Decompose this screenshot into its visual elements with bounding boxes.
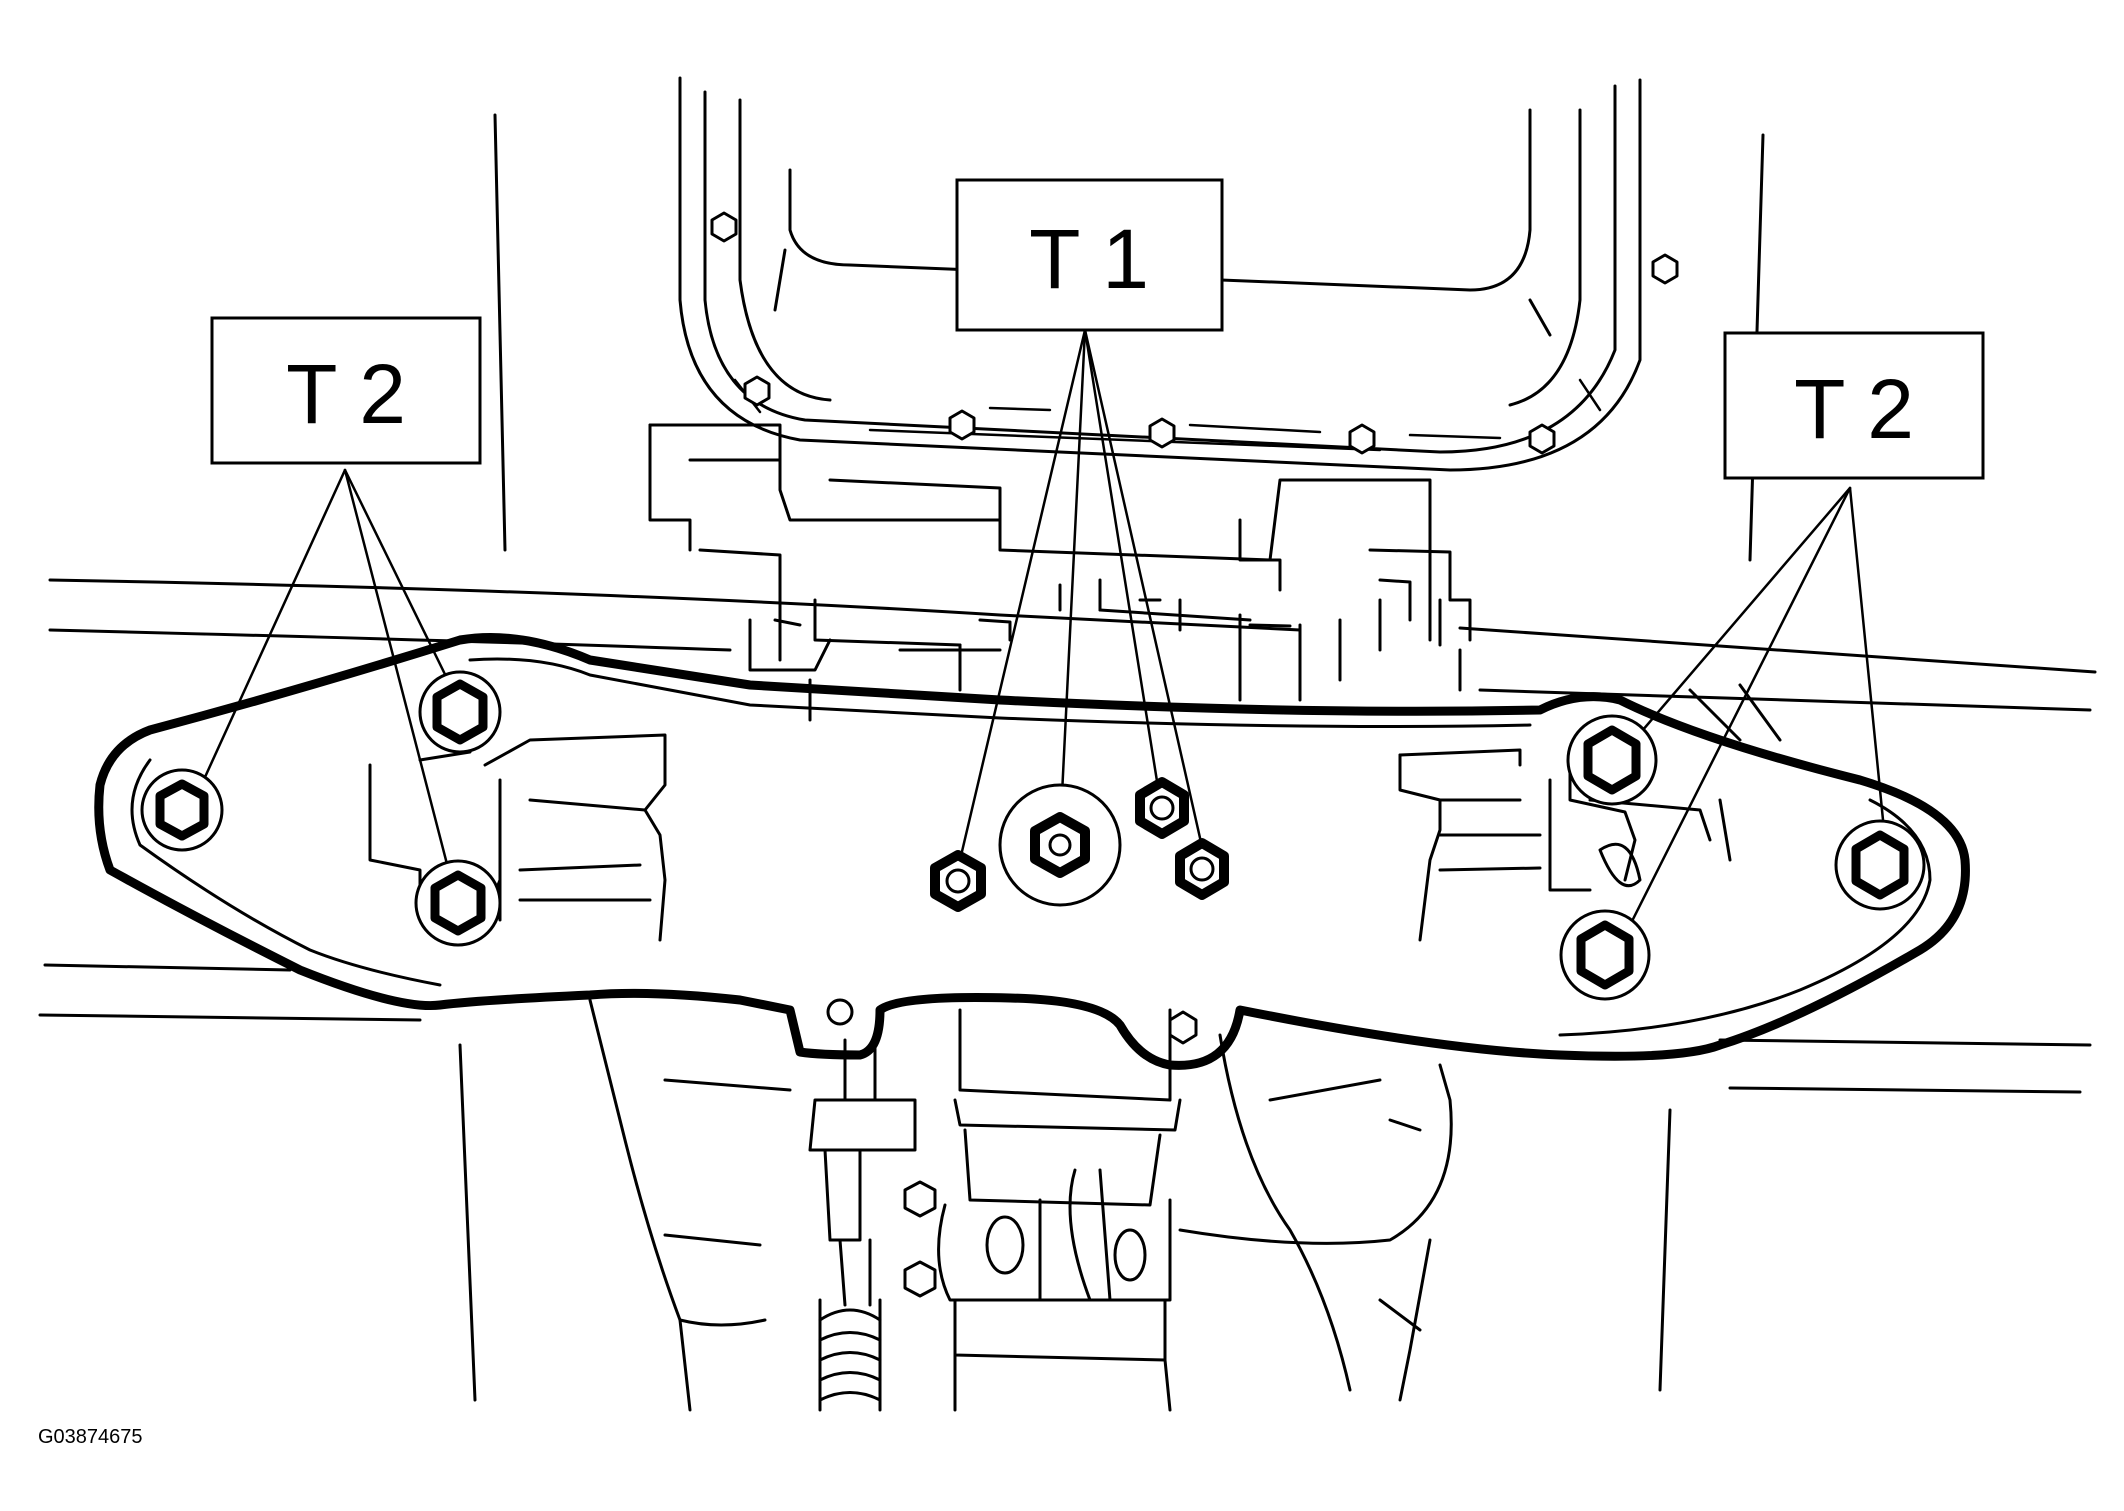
figure-code: G03874675 <box>38 1426 143 1448</box>
nut-t1-4 <box>1175 838 1229 900</box>
bolt-t2-left-2 <box>418 670 502 754</box>
label-t2-right: T 2 <box>1723 331 1985 480</box>
hex-bolt-icon <box>1583 725 1641 795</box>
cable-bolt-icon <box>903 1180 937 1218</box>
label-t1-center-text: T 1 <box>1029 212 1149 306</box>
bolt-t2-right-2 <box>1559 909 1651 1001</box>
hex-bolt-icon <box>430 870 486 936</box>
flange-bolt-icon <box>743 375 771 407</box>
flange-bolt-icon <box>1148 417 1176 449</box>
flange-bolt-icon <box>1348 423 1376 455</box>
hex-bolt-icon <box>155 779 209 841</box>
flange-bolt-icon <box>1651 253 1679 285</box>
label-t2-left: T 2 <box>210 316 482 465</box>
bolt-t2-right-1 <box>1566 714 1658 806</box>
bolt-t2-right-3 <box>1834 819 1926 911</box>
leader-lines-t2-left <box>188 468 462 897</box>
nut-t1-3 <box>1135 777 1189 839</box>
cable-bolt-icon <box>903 1260 937 1298</box>
bolt-t2-left-3 <box>414 859 502 947</box>
hex-bolt-icon <box>1851 830 1909 900</box>
label-t1-center: T 1 <box>955 178 1224 332</box>
flange-bolt-icon <box>1528 423 1556 455</box>
flange-hole <box>826 998 854 1026</box>
flange-nut-icon <box>1168 1010 1198 1045</box>
oil-pan-flange-bolts <box>710 211 1679 455</box>
leader-lines-t1 <box>958 328 1207 862</box>
nut-t1-1 <box>930 850 986 912</box>
leader-lines-t2-right <box>1618 486 1887 947</box>
flange-bolt-icon <box>948 409 976 441</box>
hex-bolt-icon <box>1576 920 1634 990</box>
lower-assemblies <box>458 998 1672 1412</box>
label-t2-left-text: T 2 <box>286 347 406 441</box>
flange-bolt-icon <box>710 211 738 243</box>
label-t2-right-text: T 2 <box>1794 362 1914 456</box>
transmission-body <box>648 423 1472 722</box>
hex-bolt-icon <box>432 679 488 745</box>
bolt-t2-left-1 <box>140 768 224 852</box>
nut-t1-2 <box>998 783 1122 907</box>
